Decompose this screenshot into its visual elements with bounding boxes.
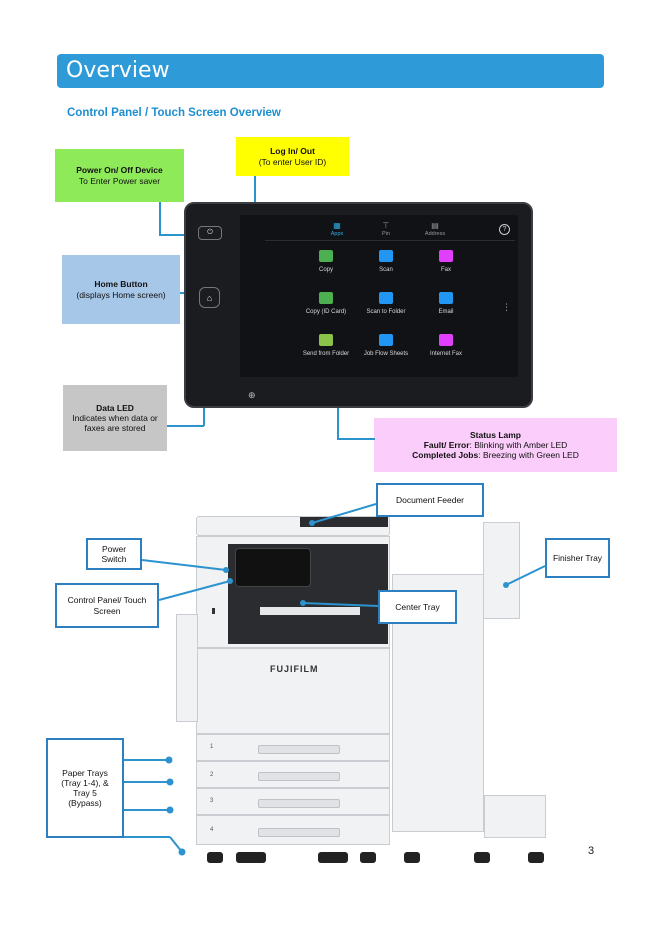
page-number: 3 — [588, 845, 594, 857]
